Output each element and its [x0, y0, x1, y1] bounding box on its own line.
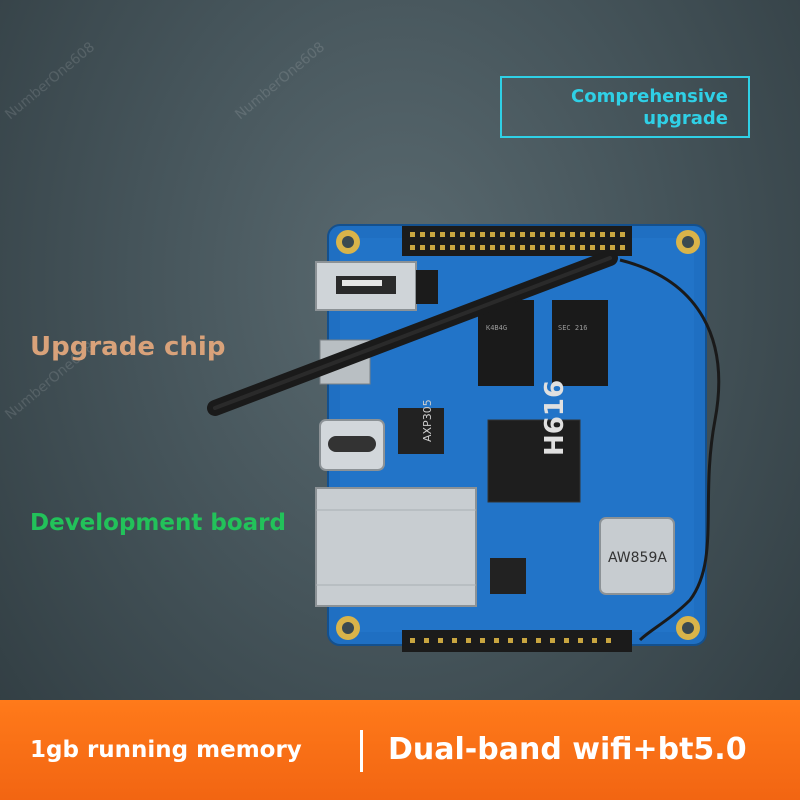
small-header — [416, 270, 438, 304]
small-chip — [490, 558, 526, 594]
mounting-holes — [336, 230, 700, 640]
wifi-feature: Dual-band wifi+bt5.0 — [388, 732, 747, 767]
pmic-label: AXP305 — [421, 399, 434, 442]
antenna — [207, 250, 618, 416]
soc-chip: H616 — [487, 380, 581, 503]
memory-feature: 1gb running memory — [30, 737, 302, 763]
ram-chip: K4B4G — [478, 300, 534, 386]
feature-separator — [360, 730, 363, 772]
upgrade-chip-label: Upgrade chip — [30, 332, 226, 362]
watermark: NumberOne608 — [2, 39, 98, 123]
antenna-cable — [619, 258, 721, 642]
pmic-chip: AXP305 — [398, 399, 444, 454]
svg-text:K4B4G: K4B4G — [486, 324, 507, 332]
wifi-module: AW859A — [599, 517, 675, 595]
svg-text:SEC 216: SEC 216 — [558, 324, 588, 332]
usb-a-port — [315, 261, 417, 311]
gpio-header-bottom — [402, 630, 632, 652]
gpio-header-top — [402, 226, 632, 256]
usb-c-port — [319, 419, 385, 471]
development-board-label: Development board — [30, 510, 286, 536]
watermark: NumberOne608 — [232, 39, 328, 123]
soc-label: H616 — [540, 380, 570, 456]
badge-line-1: Comprehensive — [571, 86, 728, 107]
upgrade-badge: Comprehensive upgrade — [500, 76, 750, 138]
badge-line-2: upgrade — [643, 108, 728, 129]
ethernet-port — [315, 487, 477, 607]
wifi-label: AW859A — [608, 550, 667, 566]
ram-chip: SEC 216 — [552, 300, 608, 386]
feature-bar — [0, 700, 800, 800]
